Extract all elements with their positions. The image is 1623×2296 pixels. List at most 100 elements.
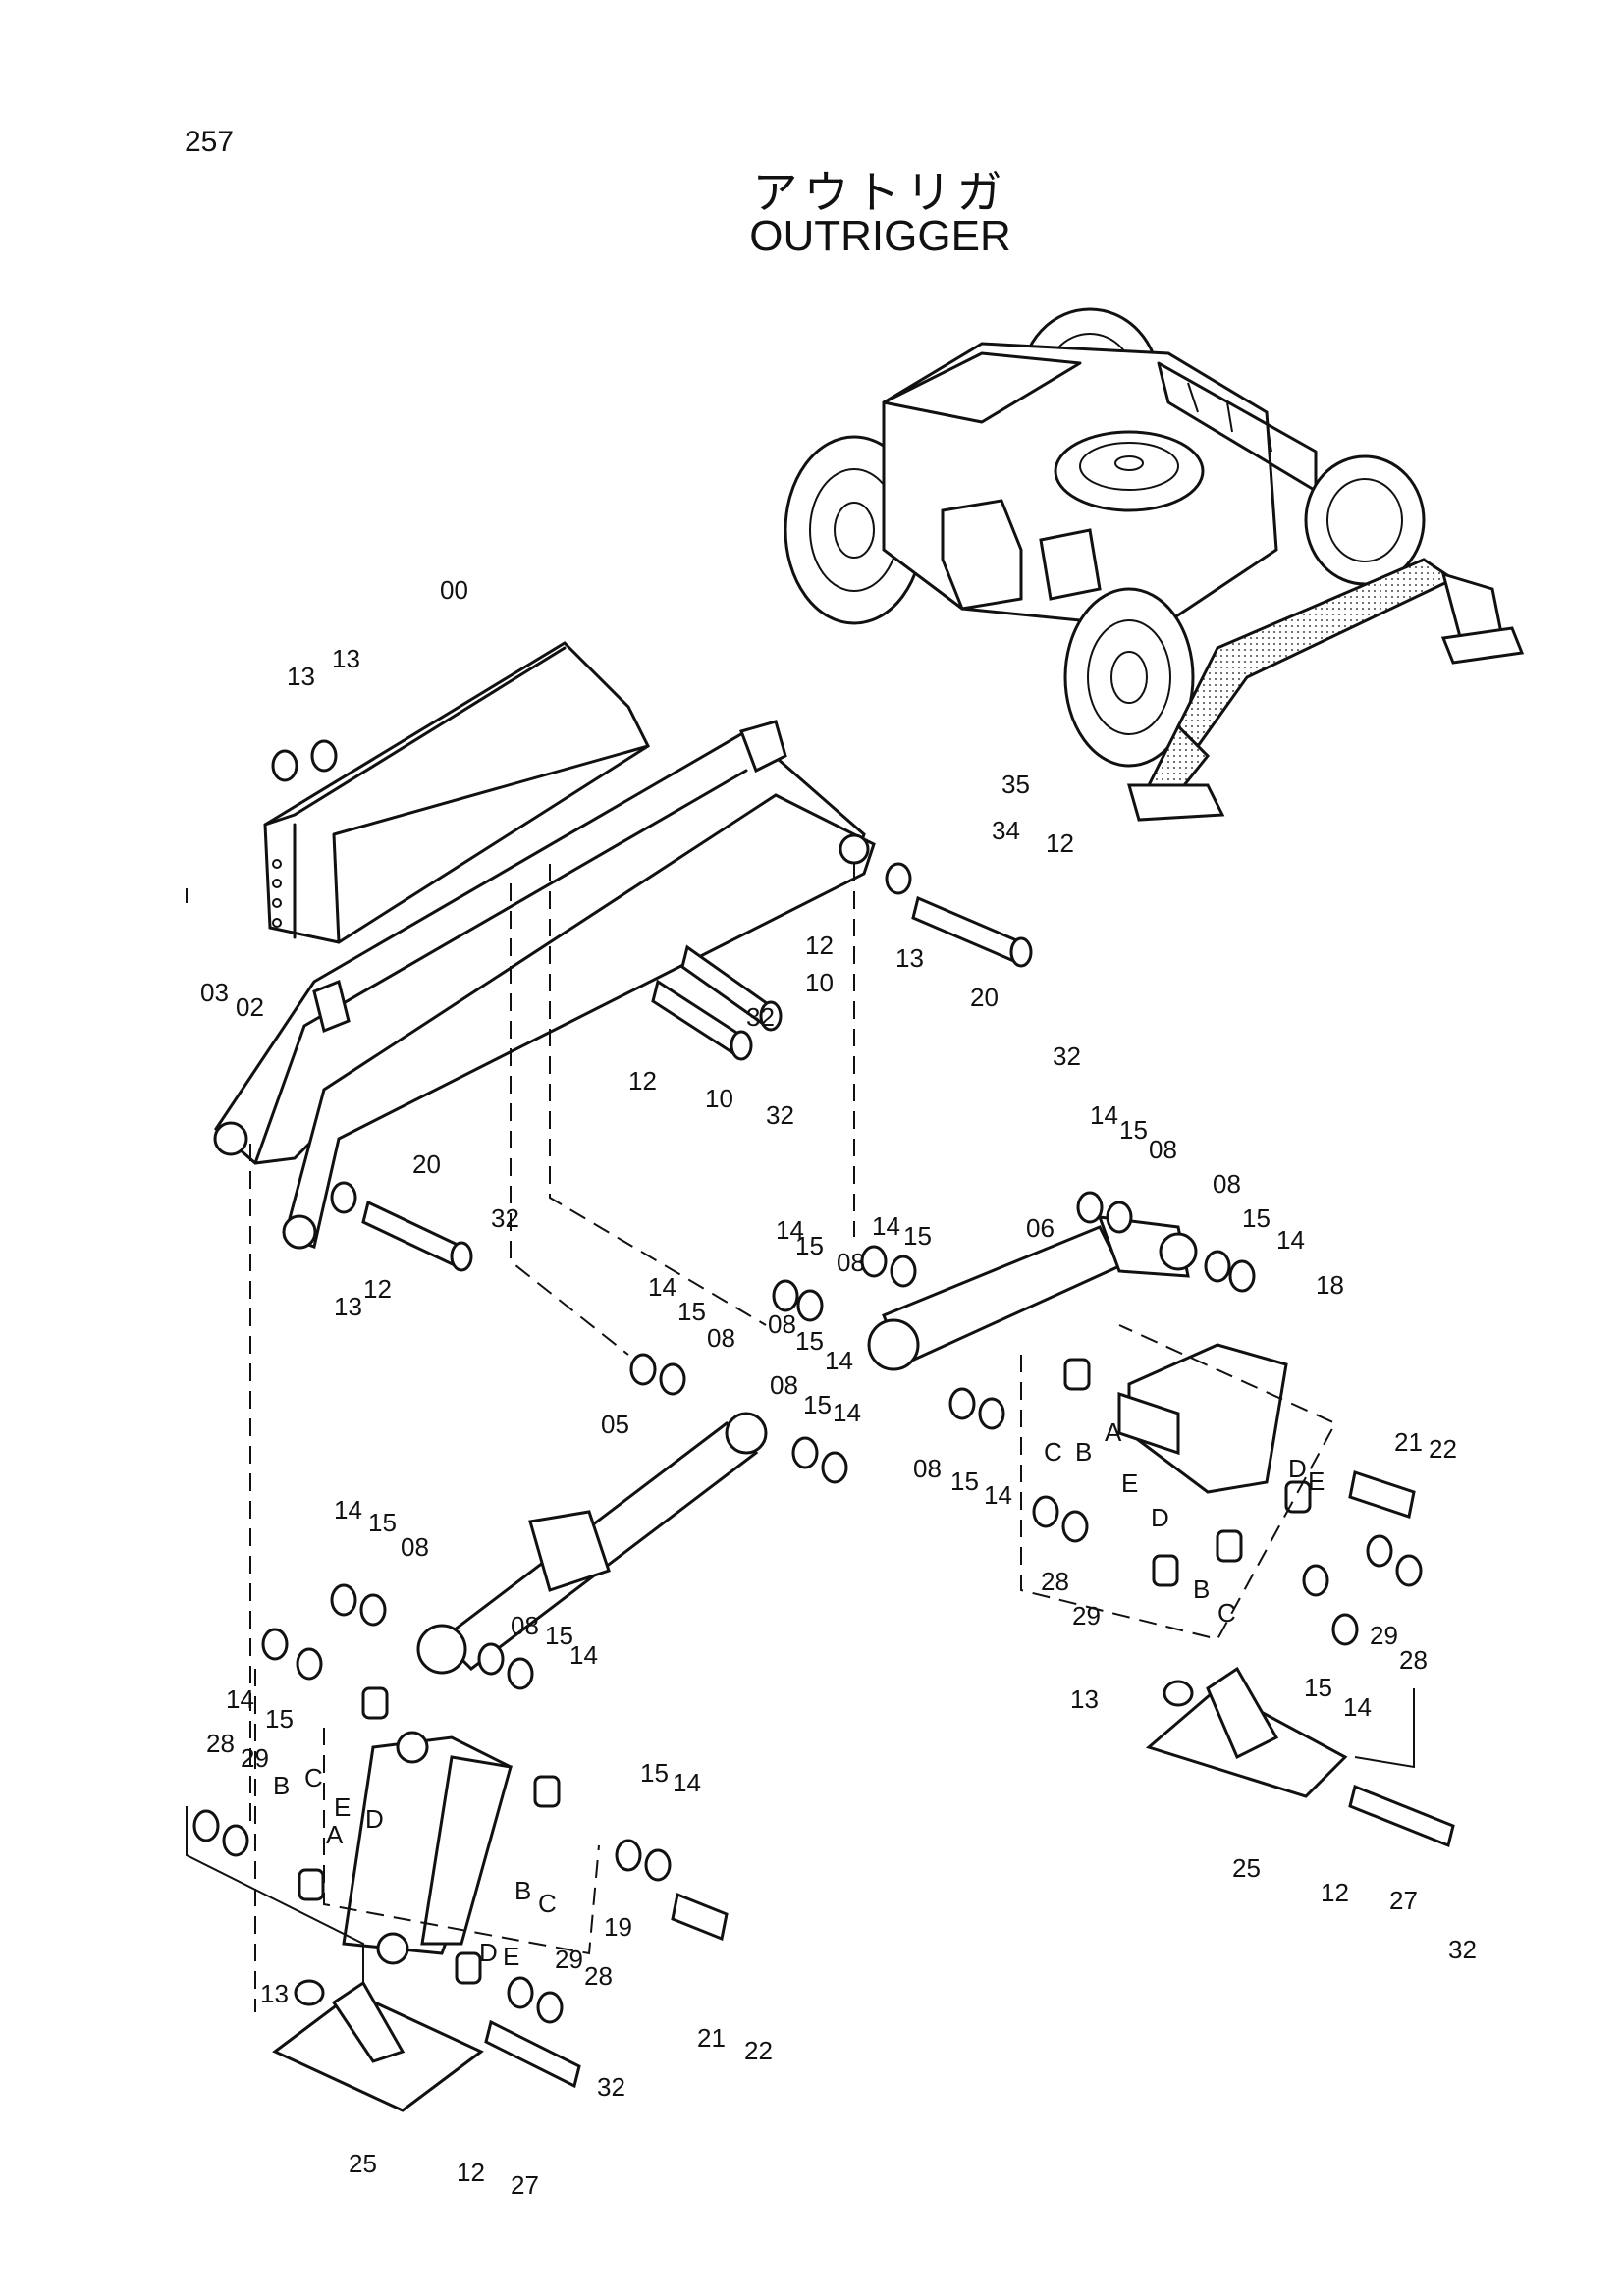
part-callout: 15 bbox=[803, 1390, 832, 1419]
title-english: OUTRIGGER bbox=[749, 212, 1011, 260]
brackets bbox=[342, 1343, 1288, 1965]
part-callout: 14 bbox=[833, 1398, 861, 1427]
part-callout: 14 bbox=[569, 1640, 598, 1670]
pins bbox=[361, 895, 1033, 1272]
part-callout: 12 bbox=[457, 2158, 485, 2187]
part-callout: 14 bbox=[825, 1346, 853, 1375]
washers-and-bushings bbox=[192, 739, 1423, 2024]
part-callout: 15 bbox=[950, 1467, 979, 1496]
hydraulic-cylinders bbox=[416, 1215, 1198, 1675]
title-japanese: アウトリガ bbox=[752, 166, 1008, 219]
part-callout: 29 bbox=[555, 1945, 583, 1974]
part-callout: 14 bbox=[872, 1211, 900, 1241]
part-callout: 14 bbox=[1276, 1225, 1305, 1255]
part-callout: 08 bbox=[707, 1323, 735, 1353]
part-callout: 15 bbox=[795, 1326, 824, 1356]
part-callout: 15 bbox=[795, 1231, 824, 1260]
part-callout: 25 bbox=[349, 2149, 377, 2178]
part-callout: 13 bbox=[895, 943, 924, 973]
part-callout: 13 bbox=[287, 662, 315, 691]
part-callout: B bbox=[1075, 1437, 1092, 1467]
part-callout: C bbox=[538, 1889, 557, 1918]
part-callout: D bbox=[365, 1804, 384, 1834]
part-callout: 14 bbox=[776, 1215, 804, 1245]
part-callout: 15 bbox=[1242, 1203, 1271, 1233]
assembly-lines bbox=[186, 864, 1415, 2012]
part-callout: D bbox=[1288, 1454, 1307, 1483]
part-callout: 32 bbox=[1053, 1041, 1081, 1071]
part-callout: 08 bbox=[837, 1248, 865, 1277]
part-callout: D bbox=[1151, 1503, 1169, 1532]
part-callout: 18 bbox=[1316, 1270, 1344, 1300]
part-callout: E bbox=[334, 1792, 351, 1822]
part-callout: E bbox=[1121, 1468, 1138, 1498]
part-callout: 14 bbox=[1343, 1692, 1372, 1722]
part-callout: 05 bbox=[601, 1410, 629, 1439]
part-callout: 32 bbox=[491, 1203, 519, 1233]
part-callout: 29 bbox=[1370, 1621, 1398, 1650]
part-callout: 21 bbox=[1394, 1427, 1423, 1457]
part-callout: 20 bbox=[970, 983, 999, 1012]
part-callout: A bbox=[1105, 1417, 1122, 1447]
part-callout: B bbox=[1193, 1575, 1210, 1604]
part-callout: 28 bbox=[206, 1729, 235, 1758]
part-callout: 25 bbox=[1232, 1853, 1261, 1883]
part-callout: 10 bbox=[805, 968, 834, 997]
part-callout: 08 bbox=[1149, 1135, 1177, 1164]
part-callout: 14 bbox=[984, 1480, 1012, 1510]
part-callout: 32 bbox=[597, 2072, 625, 2102]
part-callout: 32 bbox=[766, 1100, 794, 1130]
page-number: 257 bbox=[185, 126, 235, 158]
part-callout: 27 bbox=[511, 2170, 539, 2200]
part-callout: 15 bbox=[677, 1297, 706, 1326]
part-callout: 19 bbox=[604, 1912, 632, 1942]
part-callout: C bbox=[304, 1763, 323, 1792]
part-callout: C bbox=[1044, 1437, 1062, 1467]
vehicle-overview-illustration bbox=[784, 307, 1525, 822]
part-callout: A bbox=[326, 1820, 344, 1849]
part-callout: 12 bbox=[363, 1274, 392, 1304]
part-callout: 08 bbox=[511, 1611, 539, 1640]
part-callout: 28 bbox=[1399, 1645, 1428, 1675]
part-callout: 14 bbox=[1090, 1100, 1118, 1130]
part-callout: B bbox=[273, 1771, 290, 1800]
part-callout: B bbox=[514, 1876, 531, 1905]
part-callout: 12 bbox=[805, 931, 834, 960]
part-callout: 08 bbox=[401, 1532, 429, 1562]
part-callout: 21 bbox=[697, 2023, 726, 2053]
part-callout: 34 bbox=[992, 816, 1020, 845]
part-callout: 14 bbox=[226, 1684, 254, 1714]
float-pads bbox=[272, 1470, 1455, 2112]
part-callout: 15 bbox=[545, 1621, 573, 1650]
part-callout: 00 bbox=[440, 575, 468, 605]
part-callout: 15 bbox=[1119, 1115, 1148, 1145]
part-callout: E bbox=[503, 1942, 519, 1971]
part-callout: 32 bbox=[746, 1002, 775, 1032]
part-callout: 03 bbox=[200, 978, 229, 1007]
part-callout: 15 bbox=[1304, 1673, 1332, 1702]
part-callout: 15 bbox=[640, 1758, 669, 1788]
part-callout: E bbox=[1308, 1467, 1325, 1496]
part-callout: C bbox=[1217, 1598, 1236, 1628]
part-callout: 29 bbox=[1072, 1601, 1101, 1630]
outrigger-frame-assembly bbox=[213, 641, 876, 1250]
part-callout: 08 bbox=[768, 1309, 796, 1339]
part-callout: 13 bbox=[1070, 1684, 1099, 1714]
part-callout: 06 bbox=[1026, 1213, 1055, 1243]
part-callout: 15 bbox=[903, 1221, 932, 1251]
part-callout: 10 bbox=[705, 1084, 733, 1113]
part-callout: 22 bbox=[744, 2036, 773, 2065]
part-callout: 08 bbox=[913, 1454, 942, 1483]
part-callout: 14 bbox=[334, 1495, 362, 1524]
part-callout: 20 bbox=[412, 1149, 441, 1179]
part-callout: 14 bbox=[673, 1768, 701, 1797]
part-callout: 22 bbox=[1429, 1434, 1457, 1464]
part-callout: 15 bbox=[265, 1704, 294, 1734]
part-callout: 13 bbox=[260, 1979, 289, 2008]
part-callout: 35 bbox=[1001, 770, 1030, 799]
part-callout: 29 bbox=[241, 1743, 269, 1773]
part-callout: 13 bbox=[334, 1292, 362, 1321]
part-callout: 08 bbox=[1213, 1169, 1241, 1199]
part-callout: 27 bbox=[1389, 1886, 1418, 1915]
